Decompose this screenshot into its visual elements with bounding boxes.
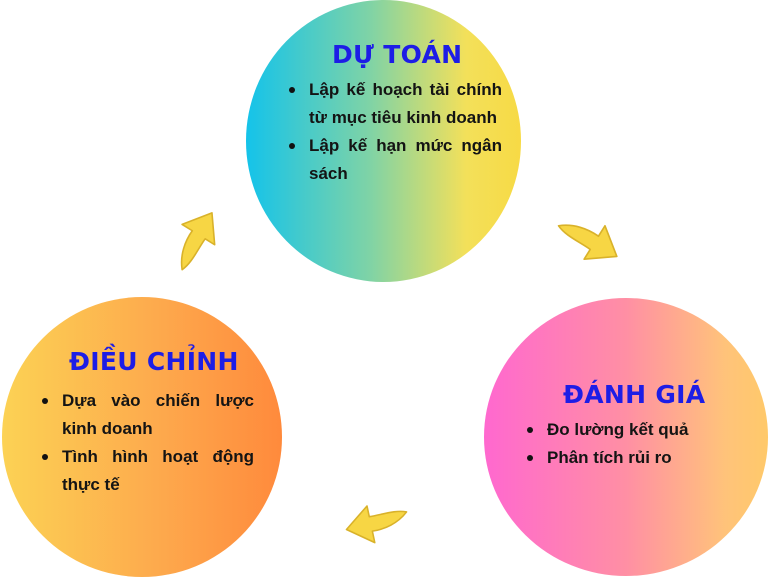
list-du-toan: Lập kế hoạch tài chính từ mục tiêu kinh … <box>284 76 502 188</box>
list-danh-gia: Đo lường kết quả Phân tích rủi ro <box>522 416 712 472</box>
list-dieu-chinh: Dựa vào chiến lược kinh doanh Tình hình … <box>37 387 254 499</box>
list-item: Lập kế hoạch tài chính từ mục tiêu kinh … <box>284 76 502 132</box>
node-title-danh-gia: ĐÁNH GIÁ <box>563 380 706 409</box>
curved-arrow-icon <box>557 224 618 260</box>
list-item: Dựa vào chiến lược kinh doanh <box>37 387 254 443</box>
list-item: Đo lường kết quả <box>522 416 712 444</box>
curved-arrow-icon <box>345 505 408 544</box>
list-item: Tình hình hoạt động thực tế <box>37 443 254 499</box>
list-item: Phân tích rủi ro <box>522 444 712 472</box>
list-item: Lập kế hạn mức ngân sách <box>284 132 502 188</box>
node-title-dieu-chinh: ĐIỀU CHỈNH <box>69 347 239 376</box>
circle-danh-gia <box>484 298 768 576</box>
circle-du-toan <box>246 0 521 282</box>
circle-dieu-chinh <box>2 297 282 577</box>
curved-arrow-icon <box>180 212 216 271</box>
node-title-du-toan: DỰ TOÁN <box>332 40 463 69</box>
